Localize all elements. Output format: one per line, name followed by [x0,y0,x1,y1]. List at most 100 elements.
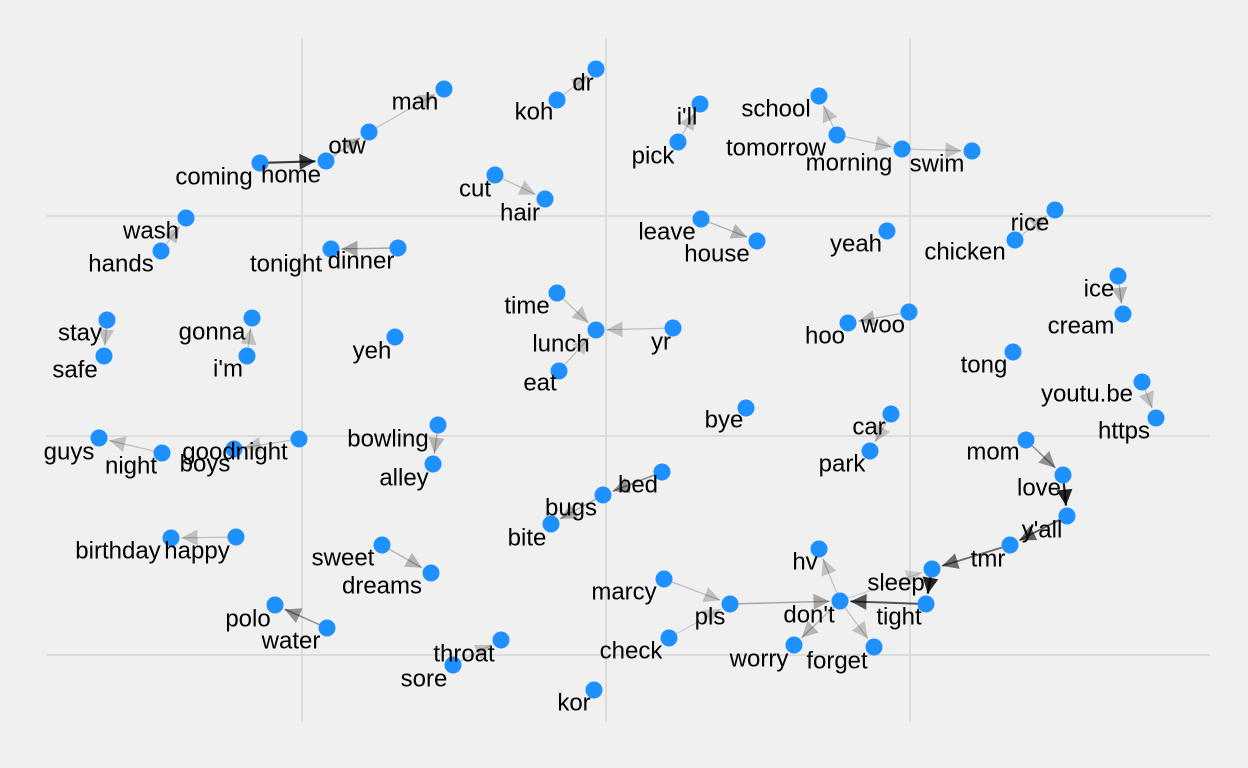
node-guys [90,429,108,447]
node-coming [251,154,269,172]
edge-bowling-alley [433,433,438,454]
edge-dont-sleep [847,571,923,599]
node-label-tonight: tonight [250,250,322,277]
node-label-mom: mom [966,438,1019,465]
node-bugs [594,486,612,504]
edge-koh-dr [563,75,589,96]
arrowhead-hands-wash [163,226,180,244]
node-dreams [422,564,440,582]
node-label-eat: eat [523,369,557,396]
arrowhead-dont-sleep [904,570,923,586]
node-im [238,347,256,365]
node-tight [917,595,935,613]
edge-yr-lunch [606,327,665,331]
node-polo [266,596,284,614]
node-ill [691,95,709,113]
node-yall [1058,507,1076,525]
node-label-happy: happy [164,537,229,564]
node-label-yeah: yeah [830,230,882,257]
edge-bed-bugs [612,474,655,492]
arrowhead-car-park [875,424,891,442]
node-lunch [587,321,605,339]
node-label-hair: hair [500,199,540,226]
node-label-cut: cut [459,175,491,202]
node-safe [95,347,113,365]
node-pick [669,133,687,151]
node-sore [444,656,462,674]
node-bowling [429,416,447,434]
arrowhead-bugs-bite [560,504,579,519]
node-label-stay: stay [58,319,102,346]
node-eat [550,362,568,380]
node-label-throat: throat [433,640,495,667]
arrowhead-bowling-alley [428,436,445,454]
edge-water-polo [284,608,320,626]
node-morning [893,140,911,158]
edge-stay-safe [104,328,107,346]
node-label-dinner: dinner [328,247,395,274]
node-label-lunch: lunch [532,330,589,357]
edge-ice-cream [1118,284,1123,304]
node-love [1054,466,1072,484]
arrowhead-bed-bugs [612,477,631,493]
node-label-dr: dr [572,69,593,96]
node-night [153,444,171,462]
edge-time-lunch [562,298,589,324]
node-label-birthday: birthday [75,537,160,564]
arrowhead-tight-dont [850,593,867,610]
arrowhead-marcy-pls [702,587,721,603]
arrowhead-dont-hv [821,558,837,577]
arrowhead-water-polo [284,608,303,624]
node-youtube [1133,373,1151,391]
node-bite [542,515,560,533]
node-label-love: love [1017,474,1061,501]
edge-pick-ill [681,112,696,135]
arrowhead-check-pls [702,609,721,624]
arrowhead-otw-mah [417,94,435,110]
arrowhead-stay-safe [98,328,115,346]
edge-home-otw [332,137,361,157]
arrowhead-eat-lunch [572,337,589,356]
arrowhead-pls-dont [813,593,830,610]
node-goodnight [290,430,308,448]
edge-dont-forget [844,607,869,639]
node-gonna [243,309,261,327]
node-label-night: night [105,452,157,479]
node-throat [492,631,510,649]
arrowhead-tmr-sleep [942,553,960,569]
node-label-woo: woo [860,311,905,338]
node-label-school: school [741,95,810,122]
node-label-youtube: youtu.be [1041,380,1133,407]
grid-lines [47,38,1210,722]
node-koh [548,91,566,109]
node-park [861,442,879,460]
node-label-wash: wash [122,217,179,244]
node-label-boys: boys [180,450,231,477]
arrowhead-ice-cream [1111,286,1128,304]
node-label-kor: kor [557,689,590,716]
node-pls [721,595,739,613]
node-label-dreams: dreams [342,572,422,599]
node-label-tomorrow: tomorrow [726,134,827,161]
node-hoo [839,314,857,332]
node-woo [900,303,918,321]
node-tmr [1001,536,1019,554]
node-car [882,405,900,423]
node-otw [360,123,378,141]
edge-leave-house [708,221,748,238]
node-house [748,232,766,250]
node-forget [865,638,883,656]
node-dr [587,60,605,78]
node-rice [1046,201,1064,219]
edge-eat-lunch [564,337,590,366]
node-label-cream: cream [1048,312,1115,339]
node-label-leave: leave [638,218,695,245]
node-label-marcy: marcy [591,578,656,605]
edge-im-gonna [247,328,252,348]
node-bed [653,463,671,481]
arrowhead-coming-home [299,153,316,170]
edge-sore-throat [460,644,492,662]
